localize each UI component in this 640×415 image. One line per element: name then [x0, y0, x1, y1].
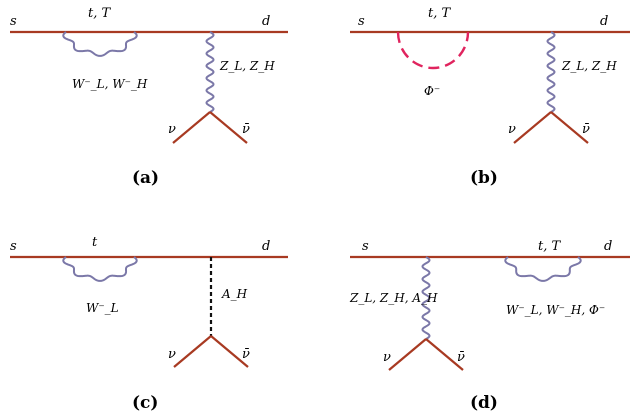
label-nu: ν — [508, 122, 516, 137]
neutrino-line — [513, 111, 552, 144]
label-nubar: ν̄ — [582, 122, 590, 137]
label-s: s — [10, 239, 17, 254]
w-boson-loop — [62, 256, 138, 282]
label-nu: ν — [383, 350, 391, 365]
w-boson-loop — [504, 256, 582, 282]
label-z: Z_L, Z_H, A_H — [349, 291, 438, 305]
antineutrino-line — [210, 335, 249, 368]
label-z: Z_L, Z_H — [219, 59, 275, 73]
caption-d: (d) — [470, 393, 498, 413]
antineutrino-line — [209, 111, 248, 144]
neutrino-line — [388, 338, 427, 371]
antineutrino-line — [425, 338, 464, 371]
diagram-c: s t d W⁻_L A_H ν ν̄ (c) — [10, 235, 288, 413]
phi-scalar-loop — [396, 31, 470, 70]
caption-c: (c) — [132, 393, 158, 413]
label-d: d — [262, 239, 270, 254]
label-nubar: ν̄ — [242, 347, 250, 362]
label-w: W⁻_L, W⁻_H — [72, 77, 148, 91]
label-w: W⁻_L, W⁻_H, Φ⁻ — [506, 303, 605, 317]
neutrino-line — [172, 111, 211, 144]
diagram-d: s t, T d Z_L, Z_H, A_H W⁻_L, W⁻_H, Φ⁻ ν … — [349, 239, 630, 413]
label-t: t, T — [538, 239, 561, 254]
label-z: Z_L, Z_H — [561, 59, 617, 73]
label-t: t — [92, 235, 98, 250]
label-d: d — [600, 14, 608, 29]
antineutrino-line — [550, 111, 589, 144]
label-t: t, T — [88, 6, 111, 21]
z-boson-propagator — [205, 31, 215, 113]
label-nu: ν — [168, 122, 176, 137]
label-s: s — [362, 239, 369, 254]
neutrino-line — [173, 335, 212, 368]
caption-a: (a) — [132, 168, 159, 188]
label-nu: ν — [168, 347, 176, 362]
label-nubar: ν̄ — [242, 122, 250, 137]
label-s: s — [358, 14, 365, 29]
caption-b: (b) — [470, 168, 498, 188]
label-phi: Φ⁻ — [424, 84, 440, 98]
label-d: d — [604, 239, 612, 254]
label-s: s — [10, 14, 17, 29]
diagram-b: s t, T d Φ⁻ Z_L, Z_H ν ν̄ (b) — [350, 6, 630, 188]
label-w: W⁻_L — [86, 301, 119, 315]
diagram-a: s t, T d W⁻_L, W⁻_H Z_L, Z_H ν ν̄ (a) — [10, 6, 288, 188]
w-boson-loop — [62, 31, 138, 57]
label-nubar: ν̄ — [457, 350, 465, 365]
label-a: A_H — [221, 287, 248, 301]
z-boson-propagator — [421, 256, 431, 340]
z-boson-propagator — [546, 31, 556, 113]
label-d: d — [262, 14, 270, 29]
label-t: t, T — [428, 6, 451, 21]
